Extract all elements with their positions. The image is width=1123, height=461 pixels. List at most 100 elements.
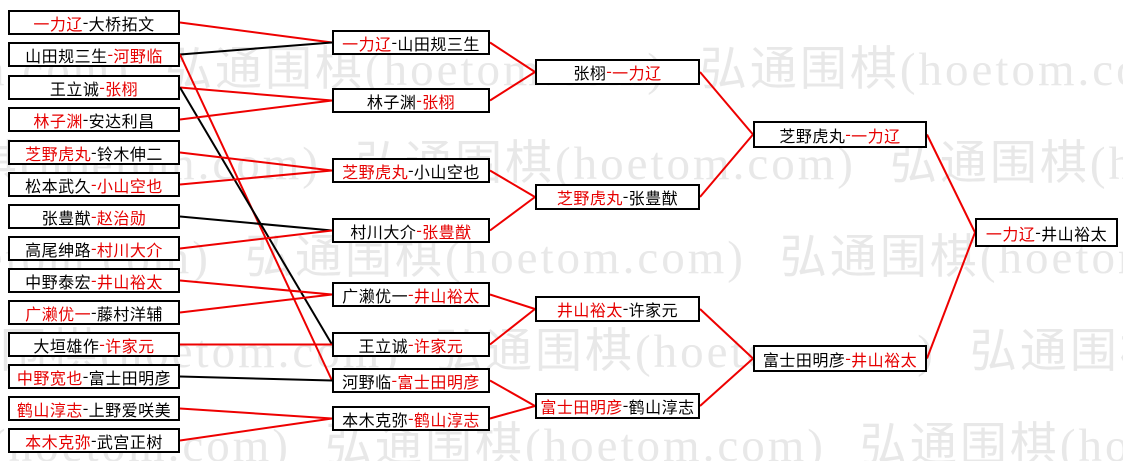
match-box-round-2-6[interactable]: 王立诚-许家元 [332,332,490,357]
player-name: 上野爱咲美 [88,402,172,420]
match-box-round-2-4[interactable]: 村川大介-张豊猷 [332,218,490,243]
player-name: 铃木伸二 [96,146,163,164]
winner-name: 一力辽 [985,226,1036,244]
match-box-round-1-14[interactable]: 本木克弥-武宫正树 [8,428,180,453]
player-name: 林子渊 [366,94,417,112]
separator: - [91,143,97,161]
separator: - [391,371,398,389]
match-box-round-1-5[interactable]: 芝野虎丸-铃木伸二 [8,140,180,165]
match-box-quarterfinal-4[interactable]: 富士田明彦-鹤山淳志 [535,393,700,419]
separator: - [408,409,414,427]
winner-name: 一力辽 [612,66,662,83]
winner-name: 张栩 [422,94,456,112]
connector-line-red [179,21,333,44]
connector-line-red [489,379,536,407]
player-name: 山田规三生 [397,36,480,54]
match-box-round-1-11[interactable]: 大垣雄作-许家元 [8,332,180,357]
winner-name: 芝野虎丸 [556,191,623,208]
separator: - [845,125,852,143]
connector-line-red [489,71,536,102]
winner-name: 一力辽 [33,16,83,34]
winner-name: 一力辽 [342,36,392,54]
winner-name: 鹤山淳志 [16,402,83,420]
player-name: 小山空也 [413,164,480,182]
match-box-round-2-5[interactable]: 广濑优一-井山裕太 [332,282,490,307]
connector-line-black [179,41,333,56]
winner-name: 林子渊 [33,113,83,131]
connector-line-red [489,308,536,346]
separator: - [107,45,114,63]
winner-name: 井山裕太 [851,352,918,370]
match-box-round-1-8[interactable]: 高尾绅路-村川大介 [8,236,180,261]
match-box-round-1-3[interactable]: 王立诚-张栩 [8,75,180,100]
match-box-round-1-10[interactable]: 广濑优一-藤村洋辅 [8,300,180,325]
separator: - [606,63,613,80]
match-box-round-1-6[interactable]: 松本武久-小山空也 [8,172,180,197]
separator: - [408,285,414,303]
winner-name: 许家元 [105,338,155,356]
watermark-text: 弘通围棋(hoetom.com) [859,420,1123,461]
separator: - [391,33,398,51]
winner-name: 芝野虎丸 [25,146,92,164]
match-box-semifinal-1[interactable]: 芝野虎丸-一力辽 [753,121,927,148]
match-box-round-1-1[interactable]: 一力辽-大桥拓文 [8,10,180,35]
match-box-quarterfinal-1[interactable]: 张栩-一力辽 [535,59,700,85]
separator: - [416,91,423,109]
connector-line-red [179,99,333,121]
separator: - [408,335,414,353]
separator: - [99,78,106,96]
winner-name: 富士田明彦 [397,374,480,392]
connector-line-red [179,229,333,250]
match-box-round-2-8[interactable]: 本木克弥-鹤山淳志 [332,406,490,431]
match-box-round-1-12[interactable]: 中野宽也-富士田明彦 [8,364,180,389]
match-box-round-1-2[interactable]: 山田规三生-河野临 [8,42,180,67]
connector-line-red [699,357,754,407]
separator: - [91,431,97,449]
separator: - [91,271,97,289]
match-box-final-1[interactable]: 一力辽-井山裕太 [975,218,1118,247]
winner-name: 鹤山淳志 [413,412,480,430]
connector-line-red [179,86,333,102]
player-name: 河野临 [342,374,392,392]
winner-name: 张豊猷 [422,224,472,242]
watermark-text: 弘通围棋(hoetom.com) [889,138,1123,190]
separator: - [622,397,629,414]
match-box-round-1-13[interactable]: 鹤山淳志-上野爱咲美 [8,396,180,421]
connector-line-red [489,293,536,310]
separator: - [91,303,97,321]
separator: - [416,221,423,239]
winner-name: 富士田明彦 [540,400,623,417]
winner-name: 许家元 [413,338,464,356]
player-name: 村川大介 [350,224,417,242]
match-box-round-2-1[interactable]: 一力辽-山田规三生 [332,30,490,55]
winner-name: 一力辽 [851,128,901,146]
match-box-semifinal-2[interactable]: 富士田明彦-井山裕太 [753,345,927,372]
connector-line-red [489,405,536,420]
match-box-round-2-7[interactable]: 河野临-富士田明彦 [332,368,490,393]
connector-line-red [179,151,333,172]
winner-name: 井山裕太 [556,303,623,320]
player-name: 许家元 [628,303,679,320]
match-box-round-1-9[interactable]: 中野泰宏-井山裕太 [8,268,180,293]
match-box-round-1-4[interactable]: 林子渊-安达利昌 [8,107,180,132]
player-name: 藤村洋辅 [96,306,163,324]
player-name: 山田规三生 [25,48,108,66]
match-box-quarterfinal-2[interactable]: 芝野虎丸-张豊猷 [535,184,700,210]
player-name: 张豊猷 [41,210,92,228]
player-name: 本木克弥 [342,412,409,430]
match-box-round-1-7[interactable]: 张豊猷-赵治勋 [8,204,180,229]
winner-name: 河野临 [113,48,163,66]
player-name: 芝野虎丸 [779,128,846,146]
match-box-quarterfinal-3[interactable]: 井山裕太-许家元 [535,296,700,322]
connector-line-red [179,293,333,314]
match-box-round-2-3[interactable]: 芝野虎丸-小山空也 [332,158,490,183]
player-name: 广濑优一 [342,288,409,306]
match-box-round-2-2[interactable]: 林子渊-张栩 [332,88,490,113]
connector-line-red [489,41,536,73]
separator: - [1035,223,1042,241]
connector-line-red [926,232,976,359]
player-name: 大桥拓文 [88,16,155,34]
winner-name: 赵治勋 [96,210,147,228]
